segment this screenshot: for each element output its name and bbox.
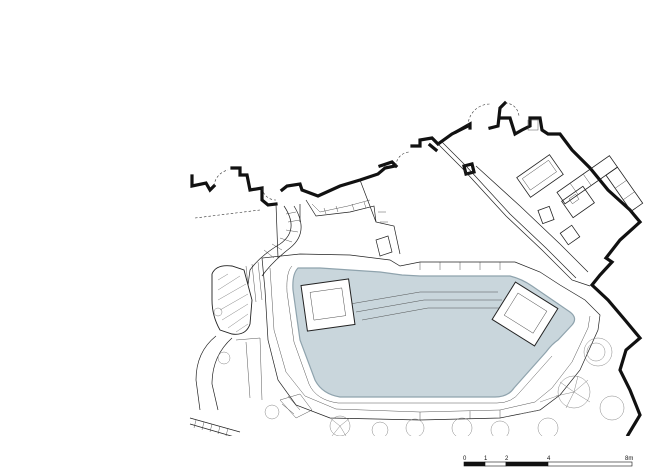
armchair-left	[537, 205, 555, 225]
curved-stair	[245, 205, 302, 301]
building-walls	[190, 100, 643, 438]
lower-stair	[189, 393, 313, 439]
door-swings	[194, 102, 520, 259]
scale-label: 1	[484, 456, 488, 462]
planter	[195, 265, 253, 411]
vegetation	[213, 307, 625, 440]
pool	[286, 265, 576, 404]
scale-label: 0	[463, 456, 467, 462]
built-in-bench	[305, 179, 401, 257]
scale-segment	[463, 461, 486, 467]
living-room	[437, 119, 644, 287]
scale-label: 2	[505, 456, 509, 462]
scale-segment	[547, 461, 633, 467]
terrace-outline	[235, 253, 601, 421]
armchair-right	[559, 224, 581, 246]
sofa-left	[516, 154, 564, 198]
scale-label: 4	[547, 456, 551, 462]
scale-segment	[484, 461, 507, 467]
sectional-sofa	[556, 155, 644, 212]
scale-segment	[505, 461, 549, 467]
scale-label: 8m	[625, 456, 633, 462]
pool-sunbed-left	[300, 278, 356, 332]
scale-bar: 0 1 2 4 8m	[463, 456, 633, 467]
pool-sunbed-right	[491, 281, 559, 347]
coffee-table	[561, 185, 595, 219]
